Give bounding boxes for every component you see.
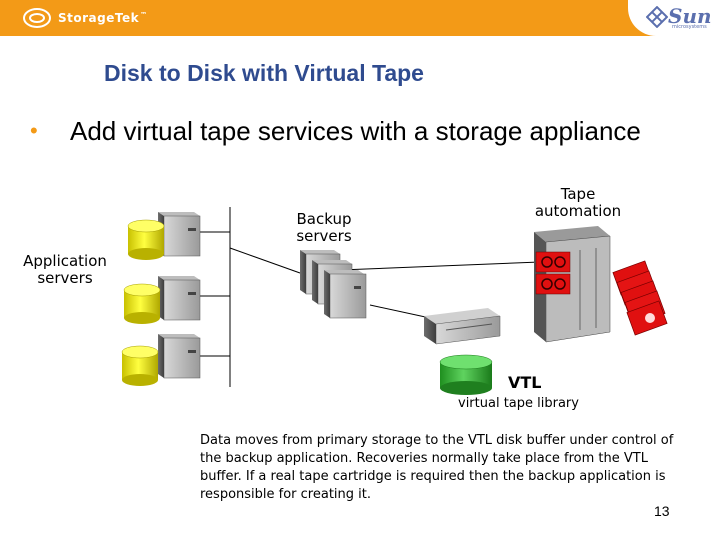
backup-servers-label: Backup servers bbox=[296, 210, 352, 245]
tape-automation-label: Tape automation bbox=[534, 185, 622, 220]
storagetek-logo-icon bbox=[23, 8, 51, 28]
vtl-appliance-icon bbox=[424, 308, 501, 345]
storagetek-logo-text: StorageTek bbox=[58, 11, 140, 25]
slide-title: Disk to Disk with Virtual Tape bbox=[104, 60, 424, 86]
disk-cylinder-icon bbox=[439, 354, 493, 395]
disk-cylinder-icon bbox=[121, 345, 159, 386]
backup-server-group bbox=[300, 250, 367, 319]
sun-logo-area bbox=[628, 0, 720, 36]
tape-cartridge-icon bbox=[626, 300, 668, 336]
disk-cylinder-icon bbox=[127, 219, 165, 260]
page-number: 13 bbox=[654, 503, 670, 519]
sun-logo-subtext: microsystems bbox=[672, 24, 707, 30]
bullet-marker: • bbox=[30, 118, 38, 143]
server-icon bbox=[158, 212, 201, 257]
server-icon bbox=[158, 334, 201, 379]
trademark-symbol: ™ bbox=[140, 11, 148, 19]
description-text: Data moves from primary storage to the V… bbox=[200, 433, 674, 502]
application-server-group bbox=[121, 212, 201, 386]
bullet-text: Add virtual tape services with a storage… bbox=[70, 116, 641, 146]
application-servers-label: Application servers bbox=[23, 252, 107, 287]
tape-library-icon bbox=[534, 226, 611, 343]
connection-lines bbox=[200, 207, 541, 387]
server-icon bbox=[324, 270, 367, 319]
header-bar bbox=[0, 0, 720, 36]
sun-logo-icon bbox=[646, 6, 668, 28]
storagetek-logo: StorageTek ™ bbox=[22, 4, 148, 32]
vtl-subtitle: virtual tape library bbox=[458, 396, 579, 411]
vtl-label: VTL bbox=[508, 373, 542, 392]
server-icon bbox=[158, 276, 201, 321]
tape-cartridge-stack bbox=[612, 260, 668, 336]
disk-cylinder-icon bbox=[123, 283, 161, 324]
sun-logo-text: Sun bbox=[668, 4, 712, 28]
